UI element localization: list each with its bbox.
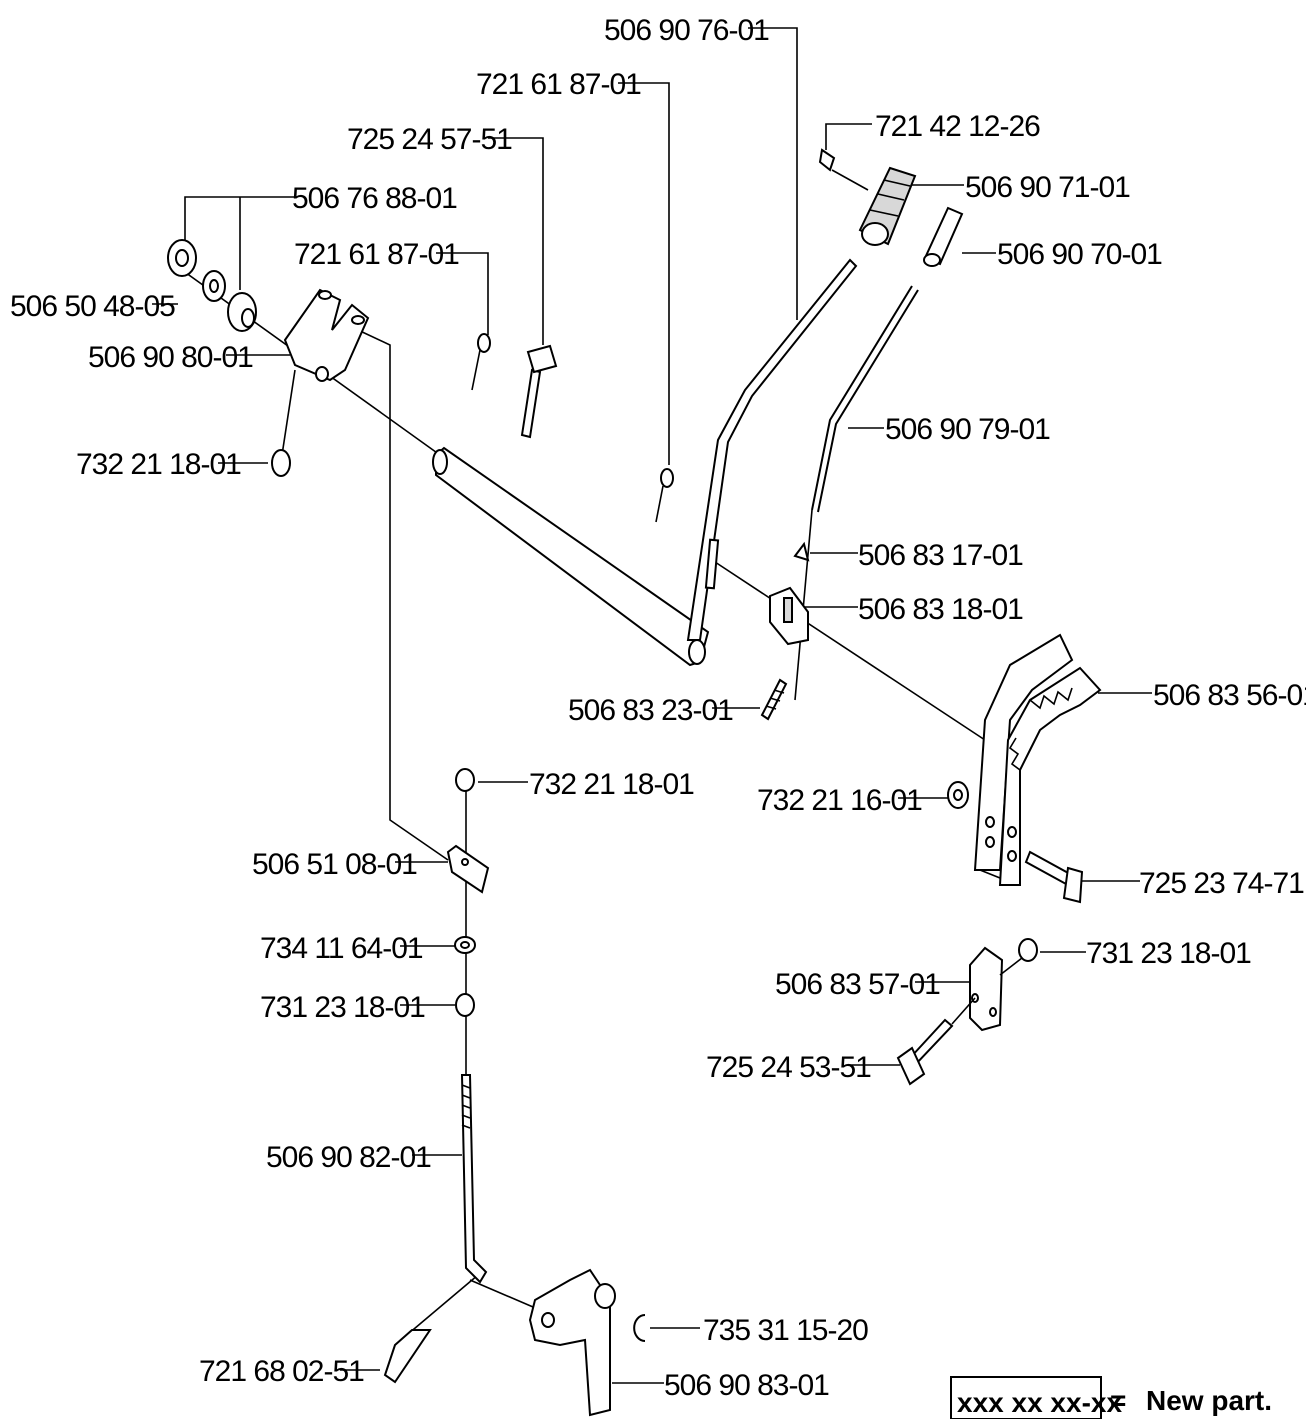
part-label: 725 24 53-51	[706, 1051, 871, 1084]
part-label: 506 90 70-01	[997, 238, 1162, 271]
part-label: 725 23 74-71	[1139, 867, 1304, 900]
legend-box	[950, 1376, 1102, 1419]
part-labels: 506 90 76-01 721 61 87-01 725 24 57-51 7…	[10, 14, 1306, 1402]
part-label: 506 51 08-01	[252, 848, 417, 881]
legend-equals: =	[1110, 1385, 1126, 1416]
part-label: 721 61 87-01	[294, 238, 459, 271]
part-label: 506 90 83-01	[664, 1369, 829, 1402]
part-label: 506 90 71-01	[965, 171, 1130, 204]
part-label: 506 76 88-01	[292, 182, 457, 215]
part-label: 506 90 82-01	[266, 1141, 431, 1174]
part-label: 506 50 48-05	[10, 290, 175, 323]
part-label: 506 90 76-01	[604, 14, 769, 47]
parts	[167, 148, 1102, 1417]
part-label: 731 23 18-01	[260, 991, 425, 1024]
part-label: 721 61 87-01	[476, 68, 641, 101]
part-label: 734 11 64-01	[260, 932, 423, 965]
part-label: 721 42 12-26	[875, 110, 1040, 143]
part-label: 731 23 18-01	[1086, 937, 1251, 970]
part-label: 506 90 80-01	[88, 341, 253, 374]
part-label: 735 31 15-20	[703, 1314, 868, 1347]
part-label: 732 21 18-01	[529, 768, 694, 801]
part-label: 721 68 02-51	[199, 1355, 364, 1388]
legend-meaning: New part.	[1146, 1385, 1272, 1416]
part-label: 506 83 18-01	[858, 593, 1023, 626]
part-label: 732 21 16-01	[757, 784, 922, 817]
part-label: 725 24 57-51	[347, 123, 512, 156]
legend: xxx xx xx-xx = New part.	[950, 1376, 1272, 1419]
part-label: 506 83 23-01	[568, 694, 733, 727]
legend-box-text: xxx xx xx-xx	[957, 1387, 1122, 1418]
part-label: 506 90 79-01	[885, 413, 1050, 446]
part-label: 506 83 17-01	[858, 539, 1023, 572]
part-label: 506 83 57-01	[775, 968, 940, 1001]
part-label: 732 21 18-01	[76, 448, 241, 481]
part-label: 506 83 56-01	[1153, 679, 1306, 712]
